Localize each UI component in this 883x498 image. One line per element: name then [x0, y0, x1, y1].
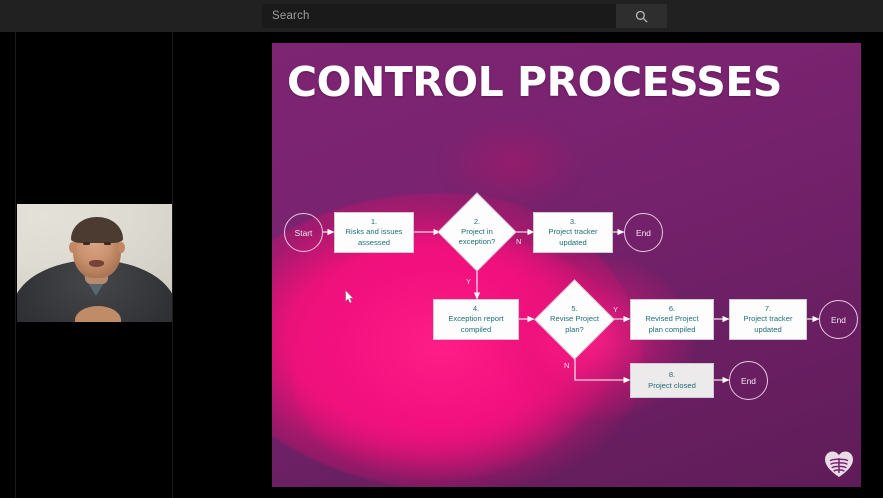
flow-node-label-line2: assessed [357, 237, 391, 247]
flow-node-text: 2. Project in exception? [459, 217, 496, 247]
flow-node-label-line1: Revised Project [645, 314, 699, 324]
presenter-eye-right [104, 242, 111, 245]
flow-node-label: Start [294, 227, 313, 238]
flow-node-label: End [831, 314, 846, 325]
flow-node-label-line2: plan? [565, 324, 584, 334]
flow-node-label-line2: exception? [458, 237, 496, 246]
flow-node-number: 3. [569, 217, 577, 227]
flow-node-number: 5. [571, 304, 578, 314]
edge-label-n5-yes: Y [613, 305, 619, 314]
flow-node-label-line1: Risks and issues [345, 227, 403, 237]
search-button[interactable] [616, 4, 667, 28]
flow-node-3[interactable]: 3. Project tracker updated [533, 212, 613, 253]
flow-node-number: 7. [764, 304, 772, 314]
flow-node-label-line1: Exception report [448, 314, 504, 324]
flow-node-2[interactable]: 2. Project in exception? [437, 192, 517, 272]
flow-node-number: 6. [668, 304, 676, 314]
flow-node-label-line2: updated [559, 237, 587, 247]
presenter-video[interactable] [17, 204, 172, 322]
flow-node-start[interactable]: Start [284, 213, 323, 252]
edge-label-n5-no: N [564, 361, 570, 370]
flow-node-5[interactable]: 5. Revise Project plan? [534, 279, 615, 360]
flowchart-connectors [323, 228, 820, 384]
page-title: CONTROL PROCESSES [287, 58, 782, 106]
search-bar[interactable] [262, 4, 667, 28]
presenter-mouth [89, 260, 104, 267]
presenter-brow-right [103, 238, 112, 240]
flow-node-label-line2: plan compiled [648, 324, 696, 334]
flow-node-text: 5. Revise Project plan? [550, 304, 599, 334]
mouse-cursor [345, 289, 354, 304]
flow-node-label: End [741, 375, 756, 386]
presenter-ear-right [118, 242, 125, 253]
right-divider [172, 32, 173, 498]
flow-node-end-1[interactable]: End [624, 213, 663, 252]
flow-node-label-line2: compiled [460, 324, 492, 334]
presenter-hands [75, 306, 121, 322]
flow-node-label-line1: Project in [461, 226, 493, 236]
flow-node-label-line1: Project closed [648, 380, 696, 390]
flow-node-number: 1. [370, 217, 378, 227]
left-divider [15, 32, 16, 498]
flow-node-end-2[interactable]: End [819, 300, 858, 339]
flow-node-7[interactable]: 7. Project tracker updated [729, 299, 807, 340]
open-university-logo [824, 450, 854, 478]
flow-node-label-line1: Project tracker [548, 227, 598, 237]
edge-label-n2-no: N [516, 237, 522, 246]
search-icon [635, 10, 648, 23]
flow-node-label-line1: Revise Project [550, 314, 599, 324]
flow-node-number: 4. [472, 304, 480, 314]
flow-node-4[interactable]: 4. Exception report compiled [433, 299, 519, 340]
presenter-eye-left [83, 242, 90, 245]
presentation-stage: CONTROL PROCESSES [0, 32, 883, 498]
flowchart: Start 1. Risks and issues assessed 2. Pr… [272, 43, 861, 487]
presenter-ear-left [69, 242, 76, 253]
flow-node-8[interactable]: 8. Project closed [630, 363, 714, 398]
presenter-brow-left [82, 238, 91, 240]
flow-node-1[interactable]: 1. Risks and issues assessed [334, 212, 414, 253]
flow-node-6[interactable]: 6. Revised Project plan compiled [630, 299, 714, 340]
flow-node-label-line1: Project tracker [743, 314, 793, 324]
flow-node-end-3[interactable]: End [729, 361, 768, 400]
slide[interactable]: CONTROL PROCESSES [272, 43, 861, 487]
flow-node-label-line2: updated [754, 324, 782, 334]
flow-node-number: 8. [668, 370, 676, 380]
flow-node-number: 2. [473, 216, 481, 226]
search-input[interactable] [262, 4, 616, 28]
edge-label-n2-yes: Y [466, 277, 472, 286]
top-bar [0, 0, 883, 32]
flow-node-label: End [636, 227, 651, 238]
